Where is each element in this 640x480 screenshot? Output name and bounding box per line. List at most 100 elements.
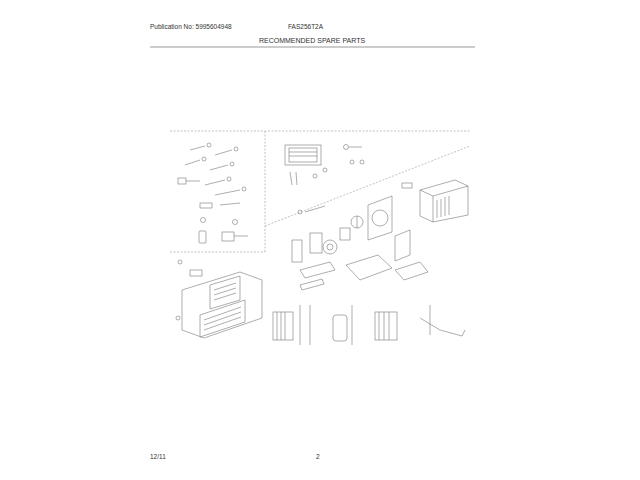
window-frame xyxy=(290,172,292,185)
fan-motor-assembly xyxy=(292,196,428,290)
cabinet-housing xyxy=(402,183,412,188)
window-frame xyxy=(360,160,364,164)
section-divider xyxy=(265,146,470,226)
fan-motor-assembly xyxy=(395,230,410,261)
small-parts-group xyxy=(185,160,200,165)
window-frame xyxy=(344,145,349,150)
cabinet-housing xyxy=(445,197,446,216)
small-parts-group xyxy=(210,165,228,170)
fan-motor-assembly xyxy=(351,216,363,228)
front-panel-assembly xyxy=(176,260,262,338)
coil-parts-row xyxy=(285,312,286,340)
front-panel-assembly xyxy=(210,276,240,309)
window-frame xyxy=(313,174,317,178)
section-divider xyxy=(170,131,470,252)
front-panel-assembly xyxy=(214,293,236,300)
front-panel-assembly xyxy=(204,317,241,330)
coil-parts-row xyxy=(352,305,353,345)
fan-motor-assembly xyxy=(357,216,358,228)
cabinet-housing xyxy=(441,199,442,217)
fan-motor-assembly xyxy=(323,240,337,254)
section-divider xyxy=(265,131,266,252)
front-panel-assembly xyxy=(178,260,182,264)
small-parts-group xyxy=(220,203,240,205)
coil-parts-row xyxy=(384,312,385,340)
window-frame xyxy=(349,147,362,148)
small-parts-group xyxy=(186,181,200,182)
cabinet-housing xyxy=(420,180,468,222)
coil-parts-row xyxy=(379,312,380,340)
small-parts-group xyxy=(215,190,240,195)
fan-motor-assembly xyxy=(300,262,335,278)
small-parts-group xyxy=(202,157,206,161)
coil-parts-row xyxy=(277,312,278,340)
window-frame xyxy=(285,145,321,165)
coil-parts-row xyxy=(430,305,431,335)
section-divider xyxy=(170,252,265,253)
coil-parts-row xyxy=(310,305,311,345)
small-parts-group xyxy=(233,220,238,225)
fan-motor-assembly xyxy=(305,206,325,212)
small-parts-group xyxy=(207,143,211,147)
cabinet-housing xyxy=(402,180,468,222)
cabinet-housing xyxy=(437,200,438,218)
model-number: FAS256T2A xyxy=(288,23,323,30)
fan-motor-assembly xyxy=(340,228,350,240)
small-parts-group xyxy=(230,162,234,166)
small-parts-group xyxy=(222,232,234,241)
section-divider xyxy=(170,131,470,132)
small-parts-group xyxy=(199,231,206,243)
date-code: 12/11 xyxy=(150,453,166,460)
small-parts-group xyxy=(227,177,231,181)
cabinet-housing xyxy=(433,196,434,222)
fan-motor-assembly xyxy=(368,196,392,240)
front-panel-assembly xyxy=(204,312,241,325)
window-frame xyxy=(289,152,317,153)
coil-parts-row xyxy=(273,312,293,340)
fan-motor-assembly xyxy=(310,233,322,253)
small-parts-group xyxy=(200,203,212,208)
small-parts-group xyxy=(215,150,232,155)
front-panel-assembly xyxy=(176,316,180,320)
cabinet-housing xyxy=(420,186,468,196)
small-parts-group xyxy=(178,178,186,184)
window-frame xyxy=(350,160,354,164)
fan-motor-assembly xyxy=(395,262,428,280)
small-parts-group xyxy=(178,143,248,243)
small-parts-group xyxy=(205,180,225,185)
small-parts-group xyxy=(242,187,246,191)
fan-motor-assembly xyxy=(346,255,392,280)
small-parts-group xyxy=(234,236,248,237)
front-panel-assembly xyxy=(204,307,241,320)
coil-parts-row xyxy=(300,305,301,345)
header-rule xyxy=(150,47,475,48)
coil-parts-row xyxy=(281,312,282,340)
small-parts-group xyxy=(234,147,238,151)
page-title: RECOMMENDED SPARE PARTS xyxy=(259,37,365,45)
small-parts-group xyxy=(201,218,206,223)
front-panel-assembly xyxy=(200,300,245,337)
coil-parts-row xyxy=(375,312,397,340)
front-panel-assembly xyxy=(182,272,262,338)
window-frame xyxy=(289,156,317,157)
fan-motor-assembly xyxy=(327,244,333,250)
page-number: 2 xyxy=(316,453,320,460)
window-frame xyxy=(296,172,297,185)
fan-motor-assembly xyxy=(372,210,388,226)
publication-number: Publication No: 5995604948 xyxy=(150,23,232,30)
small-parts-group xyxy=(190,146,205,150)
fan-motor-assembly xyxy=(298,210,302,214)
front-panel-assembly xyxy=(190,270,202,276)
header-rule xyxy=(150,47,475,48)
cabinet-housing xyxy=(449,196,450,215)
fan-motor-assembly xyxy=(292,240,302,262)
coil-parts-row xyxy=(389,312,390,340)
window-frame xyxy=(285,145,364,186)
window-frame xyxy=(289,148,317,162)
window-frame xyxy=(323,168,327,172)
fan-motor-assembly xyxy=(300,279,324,290)
coil-parts-row xyxy=(333,315,347,341)
coil-parts-row xyxy=(420,318,465,336)
coil-parts-row xyxy=(273,305,465,345)
